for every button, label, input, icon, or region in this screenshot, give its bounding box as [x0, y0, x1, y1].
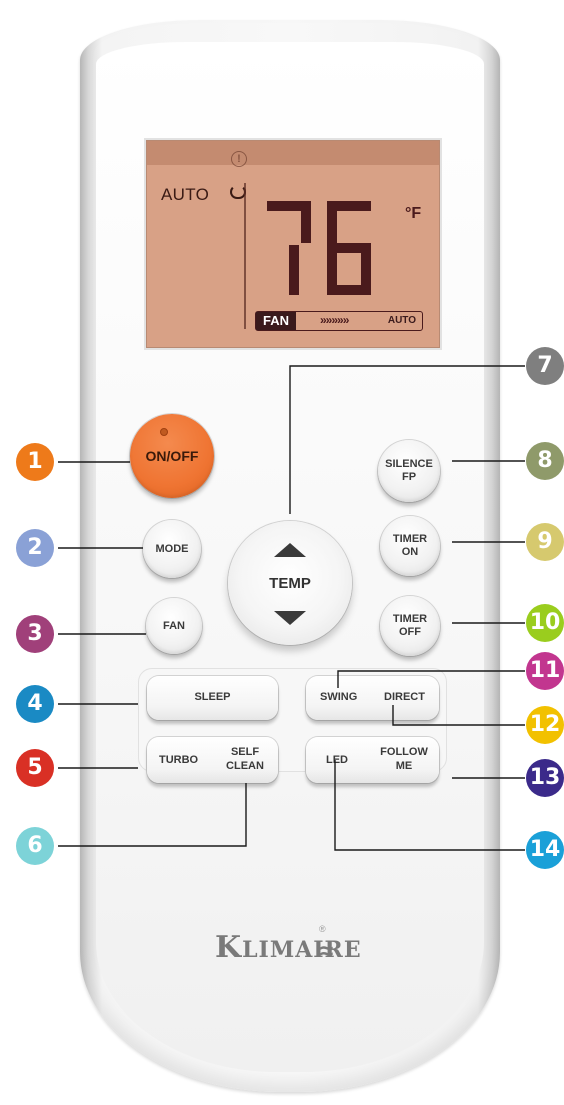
callout-8: 8: [526, 442, 564, 480]
callout-10: 10: [526, 604, 564, 642]
callout-9: 9: [526, 523, 564, 561]
callout-1: 1: [16, 443, 54, 481]
callout-line-14: [335, 760, 525, 850]
callout-12: 12: [526, 706, 564, 744]
callout-7: 7: [526, 347, 564, 385]
waves-icon: ≈: [320, 938, 333, 966]
callout-3: 3: [16, 615, 54, 653]
callout-line-12: [393, 705, 525, 725]
callout-13: 13: [526, 759, 564, 797]
callout-14: 14: [526, 831, 564, 869]
registered-mark: ®: [319, 924, 326, 934]
callout-line-11: [338, 671, 525, 688]
brand-initial: K: [215, 930, 242, 965]
callout-11: 11: [526, 652, 564, 690]
brand-logo: KLIMAIRE: [215, 930, 362, 965]
brand-name: LIMAIRE: [242, 937, 362, 963]
callout-5: 5: [16, 749, 54, 787]
callout-6: 6: [16, 827, 54, 865]
callout-2: 2: [16, 529, 54, 567]
callout-line-6: [58, 783, 246, 846]
callout-line-7: [290, 366, 525, 514]
callout-4: 4: [16, 685, 54, 723]
